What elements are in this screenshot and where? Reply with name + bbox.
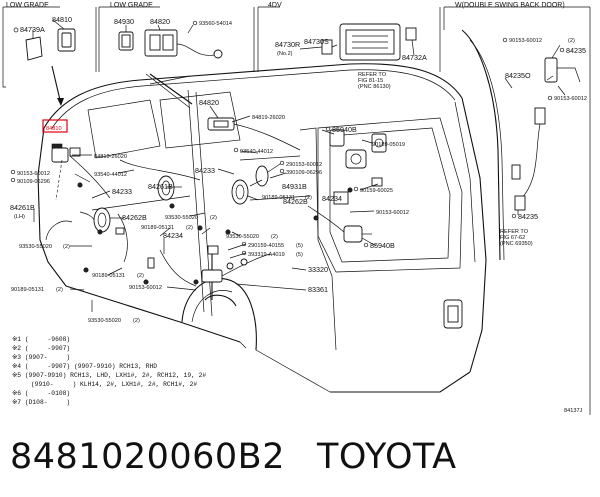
label-84732A: 84732A <box>402 53 427 62</box>
label-93560-54014: 93560-54014 <box>199 21 232 27</box>
label-84819-26020-left: 84819-26020 <box>94 154 127 160</box>
label-count-c: (2) <box>210 215 217 221</box>
label-84235-bottom: 84235 <box>518 212 538 221</box>
label-84234-right: 84234 <box>322 194 342 203</box>
note-3: ※3 (9907- ) <box>12 354 70 361</box>
label-83361: 83361 <box>308 285 328 294</box>
label-85940B-top: 85940B <box>332 125 357 134</box>
label-33320: 33320 <box>308 265 328 274</box>
label-count-e: (2) <box>271 234 278 240</box>
main-labels: 84820 84819-26020 85940B 84810 84819-260… <box>10 98 409 324</box>
label-85940B-bottom: 85940B <box>370 241 395 250</box>
label-90189-05131-b: 90189-05131 <box>262 195 295 201</box>
refer-a-line3: (PNC 86130) <box>358 84 391 90</box>
brand-name: TOYOTA <box>316 437 457 477</box>
label-lh: (LH) <box>14 214 25 220</box>
inset-4dv: 84730R (No.2) 84730S 84732A REFER TO FIG… <box>275 23 427 90</box>
label-90189-05131-d: 90189-05131 <box>92 273 125 279</box>
refer-b-line1: REFER TO <box>500 229 529 235</box>
refer-a-line2: FIG 81-15 <box>358 78 383 84</box>
label-84233-left: 84233 <box>112 187 132 196</box>
note-4: ※4 ( -9907) (9907-9910) RCH13, RHD <box>12 363 157 370</box>
inset-double-door: 90153-60012 (2) 84235 84235O 90153-60012… <box>461 29 587 261</box>
label-84810: 84810 <box>52 15 72 24</box>
label-393319-A4019: 393319-A4019 <box>248 252 285 258</box>
label-93540-44012-a: 93540-44012 <box>240 149 273 155</box>
label-count-d: (2) <box>186 225 193 231</box>
label-84730S: 84730S <box>304 37 329 46</box>
header-low-grade-2: LOW GRADE <box>110 2 153 9</box>
van-body <box>37 63 487 393</box>
label-90153-r2: 90153-60012 <box>554 96 587 102</box>
refer-b-line3: (PNC 69350) <box>500 241 533 247</box>
label-84262B-right: 84262B <box>283 197 308 206</box>
label-93530-55020-d: 93530-55020 <box>88 318 121 324</box>
label-93530-55020-b: 93530-55020 <box>226 234 259 240</box>
label-count-f: (5) <box>296 243 303 249</box>
parts-diagram: LOW GRADE LOW GRADE 4DV W(DOUBLE SWING B… <box>2 2 591 415</box>
label-93540-44012-b: 93540-44012 <box>94 172 127 178</box>
label-count-i: (2) <box>137 273 144 279</box>
label-290159-40155: 290159-40155 <box>248 243 284 249</box>
label-93530-55020-c: 93530-55020 <box>19 244 52 250</box>
label-93530-55020-a: 93530-55020 <box>165 215 198 221</box>
caption-bar: 8481020060B2 TOYOTA <box>10 432 590 482</box>
label-count-h: (2) <box>63 244 70 250</box>
label-90153-60012-d: 90153-60012 <box>129 285 162 291</box>
refer-a-line1: REFER TO <box>358 72 387 78</box>
label-84261B-centre: 84261B <box>148 182 173 191</box>
note-7: ※7 (D108- ) <box>12 399 70 406</box>
label-84235O: 84235O <box>505 71 531 80</box>
label-84261B-lh: 84261B <box>10 203 35 212</box>
label-84820-inset: 84820 <box>150 17 170 26</box>
label-84810-highlight: 84810 <box>46 126 62 132</box>
label-90153-60012-a: 90153-60012 <box>17 171 50 177</box>
header-4dv: 4DV <box>268 2 282 9</box>
label-290153-60012: 290153-60012 <box>286 162 322 168</box>
note-5b: (9910- ) KLH14, 2#, LXH1#, 2#, RCH1#, 2# <box>12 381 197 388</box>
label-count-j: (2) <box>56 287 63 293</box>
label-90153-60012-c: 90153-60012 <box>376 210 409 216</box>
main-components <box>42 117 387 300</box>
label-count-g: (5) <box>296 252 303 258</box>
refer-b-line2: FIG 67-62 <box>500 235 525 241</box>
inset-low-grade-2: 84930 84820 93560-54014 <box>114 17 232 59</box>
note-1: ※1 ( -9608) <box>12 336 70 343</box>
label-84730R: 84730R <box>275 40 300 49</box>
label-84234-centre: 84234 <box>163 231 183 240</box>
label-90153-r1: 90153-60012 <box>509 38 542 44</box>
label-84235-top: 84235 <box>566 46 586 55</box>
header-low-grade-1: LOW GRADE <box>6 2 49 9</box>
leader-lines <box>33 105 379 312</box>
note-6: ※6 ( -0108) <box>12 390 70 397</box>
label-90189-05131-c: 90189-05131 <box>141 225 174 231</box>
part-number: 8481020060B2 <box>10 437 285 477</box>
label-84931B: 84931B <box>282 182 307 191</box>
label-90109-06296-a: 90109-06296 <box>17 179 50 185</box>
label-84819-26020-top: 84819-26020 <box>252 115 285 121</box>
highlight-box <box>42 119 68 133</box>
diagram-code: 84137J <box>564 408 583 414</box>
label-84820-main: 84820 <box>199 98 219 107</box>
label-90159-60025: 90159-60025 <box>360 188 393 194</box>
inset-low-grade-1: 84810 84739A <box>13 15 76 106</box>
label-count-k: (2) <box>133 318 140 324</box>
label-count-b: (2) <box>305 195 312 201</box>
label-r1-count: (2) <box>568 38 575 44</box>
label-84930: 84930 <box>114 17 134 26</box>
label-84233-centre: 84233 <box>195 166 215 175</box>
note-2: ※2 ( -9907) <box>12 345 70 352</box>
label-84262B-left: 84262B <box>122 213 147 222</box>
label-90189-05019: 90189-05019 <box>372 142 405 148</box>
label-84739A: 84739A <box>20 25 45 34</box>
inset-frames: LOW GRADE LOW GRADE 4DV W(DOUBLE SWING B… <box>2 2 591 415</box>
label-no2: (No.2) <box>277 51 293 57</box>
note-5: ※5 (9907-9910) RCH13, LHD, LXH1#, 2#, RC… <box>12 372 206 379</box>
notes: ※1 ( -9608) ※2 ( -9907) ※3 (9907- ) ※4 (… <box>12 336 206 406</box>
label-90189-05131-e: 90189-05131 <box>11 287 44 293</box>
label-390109-06296: 390109-06296 <box>286 170 322 176</box>
header-double-swing-door: W(DOUBLE SWING BACK DOOR) <box>455 2 565 9</box>
